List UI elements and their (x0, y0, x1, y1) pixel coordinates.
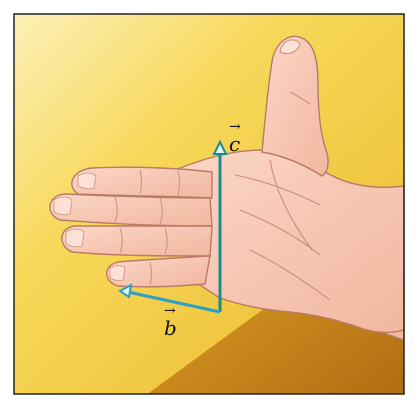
vector-b-label: → b (164, 318, 177, 338)
vector-b-symbol: b (164, 316, 177, 340)
vector-c-label: → c (229, 134, 240, 154)
vector-c-overarrow: → (229, 120, 241, 134)
middle-nail (54, 197, 72, 215)
ring-finger (62, 226, 212, 256)
ring-nail (66, 229, 84, 247)
pinky-nail (110, 266, 125, 281)
middle-finger (50, 194, 212, 226)
vector-b-overarrow: → (164, 304, 176, 318)
vector-c-symbol: c (229, 132, 240, 156)
index-nail (78, 173, 96, 189)
